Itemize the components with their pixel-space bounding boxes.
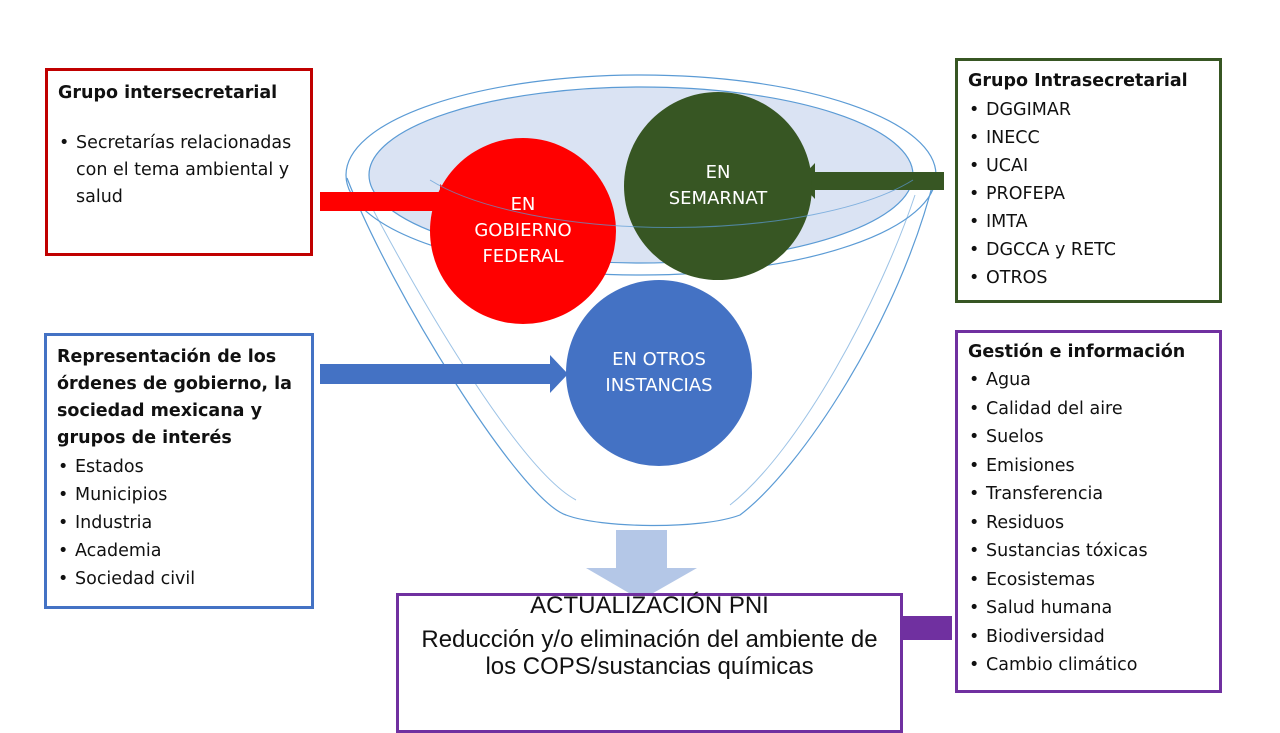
arrow-blue xyxy=(320,355,568,393)
list-item: IMTA xyxy=(968,208,1209,236)
list-item: Residuos xyxy=(968,509,1209,538)
box-representacion: Representación de los órdenes de gobiern… xyxy=(44,333,314,609)
list-item: Cambio climático xyxy=(968,651,1209,680)
list-item: UCAI xyxy=(968,152,1209,180)
list-item: DGCCA y RETC xyxy=(968,236,1209,264)
list-item: PROFEPA xyxy=(968,180,1209,208)
list-item: Industria xyxy=(57,509,301,537)
circle-semarnat: EN SEMARNAT xyxy=(624,92,812,280)
funnel-inner-right xyxy=(729,194,916,506)
box-intersecretarial-title: Grupo intersecretarial xyxy=(58,83,278,103)
box-intrasecretarial: Grupo Intrasecretarial DGGIMAR INECC UCA… xyxy=(955,58,1222,303)
list-item: Ecosistemas xyxy=(968,566,1209,595)
list-item: INECC xyxy=(968,124,1209,152)
box-intersecretarial: Grupo intersecretarial Secretarías relac… xyxy=(45,68,313,256)
box-gestion-informacion: Gestión e información Agua Calidad del a… xyxy=(955,330,1222,693)
list-item: Biodiversidad xyxy=(968,623,1209,652)
arrow-red xyxy=(320,184,458,218)
list-item: Calidad del aire xyxy=(968,395,1209,424)
list-item: Estados xyxy=(57,453,301,481)
list-item: Transferencia xyxy=(968,480,1209,509)
funnel-body xyxy=(346,174,936,527)
list-item: Sociedad civil xyxy=(57,565,301,593)
list-item: Sustancias tóxicas xyxy=(968,537,1209,566)
pni-subtitle: Reducción y/o eliminación del ambiente d… xyxy=(421,625,878,680)
down-arrow xyxy=(586,530,697,600)
circle-otros-instancias: EN OTROS INSTANCIAS xyxy=(566,280,752,466)
list-item: Municipios xyxy=(57,481,301,509)
box-representacion-title: Representación de los órdenes de gobiern… xyxy=(57,347,292,449)
list-item: DGGIMAR xyxy=(968,96,1209,124)
box-intrasecretarial-title: Grupo Intrasecretarial xyxy=(968,71,1188,91)
list-item: Academia xyxy=(57,537,301,565)
pni-box: ACTUALIZACIÓN PNI Reducción y/o eliminac… xyxy=(396,592,903,733)
box-gestion-informacion-title: Gestión e información xyxy=(968,342,1186,362)
circle-gobierno-federal: EN GOBIERNO FEDERAL xyxy=(430,138,616,324)
list-item: Salud humana xyxy=(968,594,1209,623)
list-item: Secretarías relacionadas con el tema amb… xyxy=(58,130,300,211)
pni-title: ACTUALIZACIÓN PNI xyxy=(530,592,769,619)
list-item: OTROS xyxy=(968,264,1209,292)
list-item: Agua xyxy=(968,366,1209,395)
list-item: Emisiones xyxy=(968,452,1209,481)
list-item: Suelos xyxy=(968,423,1209,452)
